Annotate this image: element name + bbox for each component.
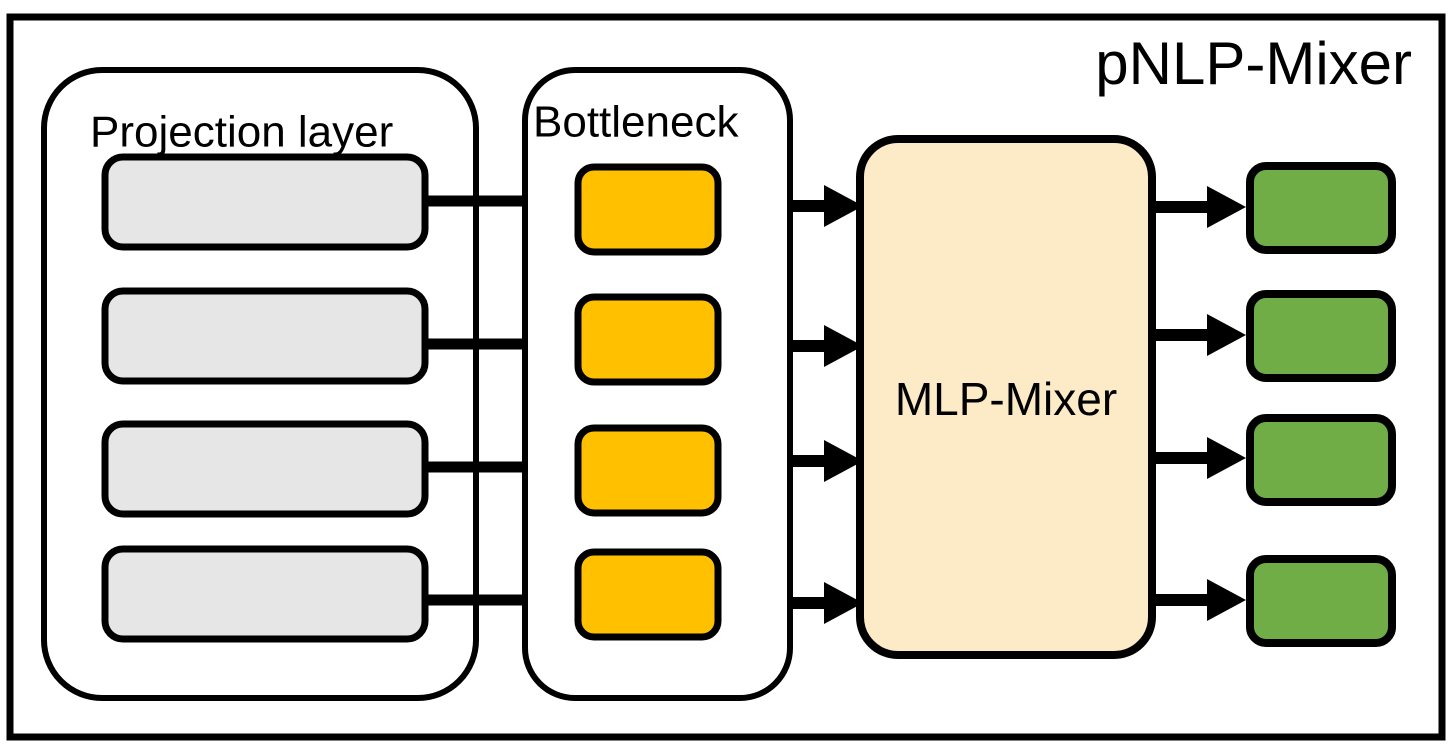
- output-block[interactable]: [1246, 290, 1396, 382]
- projection-blocks: [101, 153, 429, 643]
- arrow-out-2: [1152, 314, 1246, 356]
- output-block[interactable]: [1246, 162, 1396, 254]
- projection-block[interactable]: [101, 420, 429, 518]
- bottleneck-blocks: [574, 163, 722, 641]
- arrows-mixer-to-outputs: [1152, 186, 1246, 621]
- mlp-mixer-block[interactable]: [856, 135, 1156, 659]
- bottleneck-block[interactable]: [574, 293, 722, 386]
- bottleneck-block[interactable]: [574, 548, 722, 641]
- arrows-bottleneck-to-mixer: [791, 185, 863, 624]
- arrow-in-4: [791, 582, 863, 624]
- figure-title: pNLP-Mixer: [1095, 30, 1412, 97]
- output-block[interactable]: [1246, 555, 1396, 647]
- output-block[interactable]: [1246, 414, 1396, 506]
- projection-block[interactable]: [101, 287, 429, 385]
- mlp-mixer-label: MLP-Mixer: [895, 373, 1117, 425]
- projection-block[interactable]: [101, 153, 429, 251]
- group-container-bottleneck[interactable]: [522, 67, 793, 701]
- bottleneck-block[interactable]: [574, 424, 722, 517]
- arrow-out-1: [1152, 186, 1246, 228]
- arrow-in-3: [791, 440, 863, 482]
- projection-block[interactable]: [101, 545, 429, 643]
- arrow-out-4: [1152, 579, 1246, 621]
- arrow-out-3: [1152, 437, 1246, 479]
- arrow-in-2: [791, 325, 863, 367]
- group-container-projection-layer[interactable]: [41, 67, 479, 701]
- group-label-bottleneck: Bottleneck: [533, 98, 739, 147]
- output-blocks: [1246, 162, 1396, 647]
- bottleneck-block[interactable]: [574, 163, 722, 256]
- group-label-projection-layer: Projection layer: [90, 108, 393, 157]
- arrow-in-1: [791, 185, 863, 227]
